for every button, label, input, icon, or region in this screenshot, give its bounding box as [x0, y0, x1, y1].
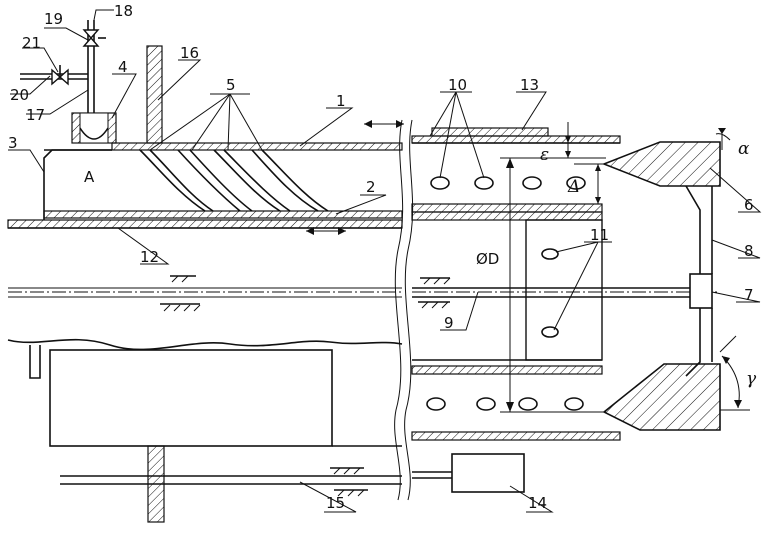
label-21: 21 — [22, 34, 41, 52]
central-tube-wall — [8, 220, 402, 228]
label-3: 3 — [8, 134, 18, 152]
label-16: 16 — [180, 44, 199, 62]
deflector-cone-lower — [604, 364, 720, 430]
spiral-vanes — [140, 150, 328, 211]
delta-label: Δ — [567, 177, 580, 197]
label-13: 13 — [520, 76, 539, 94]
label-18: 18 — [114, 2, 133, 20]
label-14: 14 — [528, 494, 547, 512]
valve-19 — [84, 30, 98, 38]
leader-lines — [8, 10, 760, 512]
gamma-label: γ — [746, 369, 757, 389]
liner-holes — [542, 249, 558, 337]
exhaust-pipe — [147, 46, 162, 143]
label-15: 15 — [326, 494, 345, 512]
label-8: 8 — [744, 242, 754, 260]
label-19: 19 — [44, 10, 63, 28]
label-11: 11 — [590, 226, 609, 244]
label-1: 1 — [336, 92, 346, 110]
lower-housing — [50, 350, 332, 446]
end-wall — [44, 150, 112, 220]
holes-upper-row — [431, 177, 585, 189]
epsilon-label: ε — [540, 145, 549, 165]
valve-21 — [52, 70, 60, 84]
label-7: 7 — [744, 286, 754, 304]
label-12: 12 — [140, 248, 159, 266]
diameter-label: ØD — [476, 250, 499, 268]
shaft-ground-symbol — [330, 468, 368, 496]
alpha-label: α — [738, 139, 750, 159]
holes-lower-row — [427, 398, 583, 410]
label-17: 17 — [26, 106, 45, 124]
break-line-left — [395, 120, 403, 500]
label-2: 2 — [366, 178, 376, 196]
label-10: 10 — [448, 76, 467, 94]
hub — [690, 274, 712, 308]
frame — [686, 186, 700, 274]
label-6: 6 — [744, 196, 754, 214]
label-4: 4 — [118, 58, 128, 76]
label-5: 5 — [226, 76, 236, 94]
ground-symbol — [160, 276, 200, 311]
shell-motion-arrow — [364, 120, 404, 128]
point-a-label: A — [84, 168, 95, 186]
ground-symbol-right — [418, 278, 450, 308]
deflector-cone-upper — [604, 142, 720, 186]
break-line-right — [405, 120, 413, 500]
callout-labels: 19 18 21 20 17 16 4 5 1 2 3 12 10 13 11 … — [8, 2, 757, 512]
right-section — [412, 122, 750, 492]
label-20: 20 — [10, 86, 29, 104]
label-9: 9 — [444, 314, 454, 332]
inner-tube-wall — [44, 211, 402, 218]
drive-motor — [452, 454, 524, 492]
